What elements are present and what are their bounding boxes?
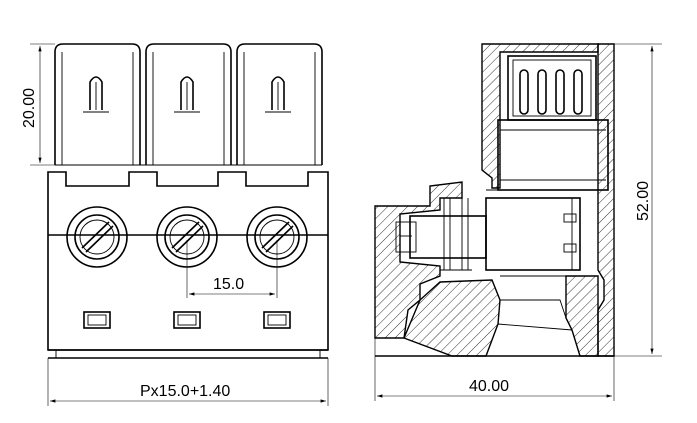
side-height-dimension-label: 52.00 <box>635 181 652 221</box>
housing-wall-right <box>597 43 615 357</box>
plug-module <box>497 55 609 191</box>
dimension-pitch: 15.0 <box>186 240 278 298</box>
screw-1 <box>66 206 128 268</box>
dimension-height-front: 20.00 <box>21 43 55 166</box>
lower-right-block <box>565 275 599 357</box>
front-view: 20.00 15.0 Px15.0+1.40 <box>21 43 329 406</box>
inner-profile <box>375 189 614 357</box>
height-dimension-label: 20.00 <box>21 88 38 128</box>
dimension-width-front: Px15.0+1.40 <box>47 358 329 406</box>
side-width-dimension-label: 40.00 <box>469 378 509 395</box>
side-view: 52.00 40.00 <box>374 43 662 401</box>
plug-modules <box>54 43 323 166</box>
width-dimension-label: Px15.0+1.40 <box>140 383 230 400</box>
housing-top <box>481 43 599 189</box>
pitch-dimension-label: 15.0 <box>213 276 244 293</box>
dimension-width-side: 40.00 <box>374 338 615 401</box>
wire-entry-holes <box>83 311 291 329</box>
terminal-body <box>47 171 329 359</box>
dimension-height-side: 52.00 <box>614 43 662 357</box>
clamp-block-left <box>374 181 463 339</box>
contact-pins <box>395 197 581 271</box>
